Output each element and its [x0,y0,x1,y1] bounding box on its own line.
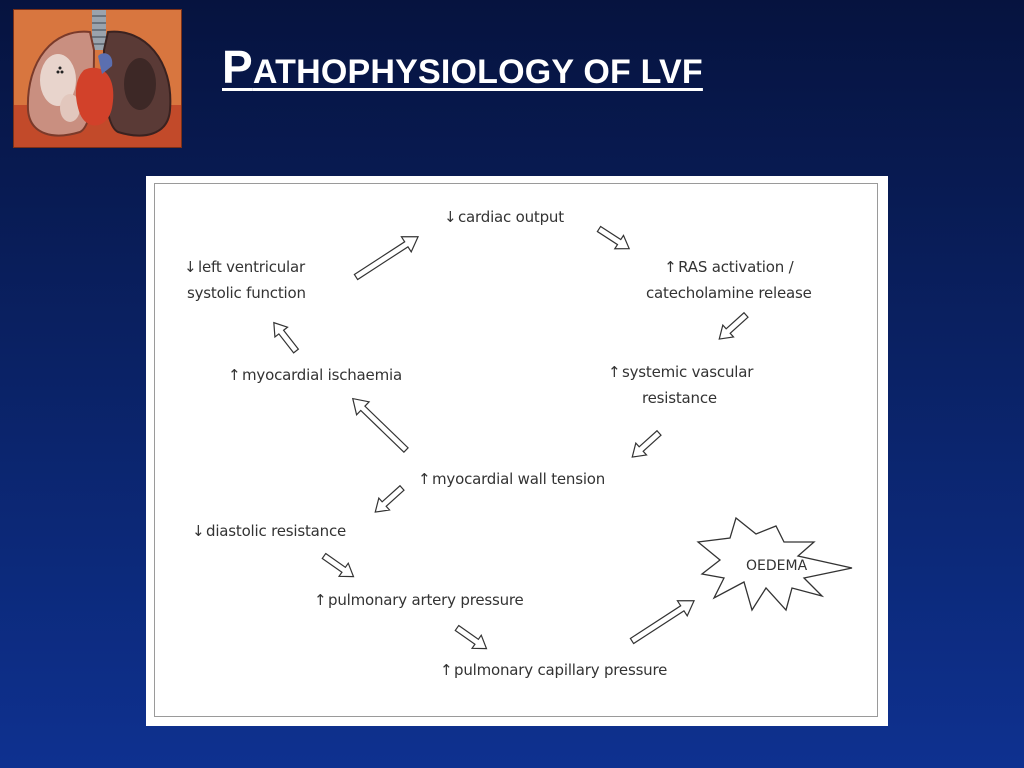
arrow-artery-to-capillary [451,620,492,656]
node-lv-systolic-function: ↓left ventricular systolic function [184,254,306,306]
decrease-arrow-icon: ↓ [444,208,457,226]
node-systemic-vascular-resistance: ↑systemic vascular resistance [608,359,753,411]
node-myocardial-ischaemia: ↑myocardial ischaemia [228,362,402,388]
decrease-arrow-icon: ↓ [184,258,197,276]
lungs-illustration-icon [14,10,181,147]
decrease-arrow-icon: ↓ [192,522,205,540]
arrow-wall-tension-to-ischaemia [345,391,413,458]
title-first-letter: P [222,41,253,93]
node-ras-activation: ↑RAS activation / catecholamine release [646,254,812,306]
diagram-panel: OEDEMA ↓cardiac output ↓left ventricular… [146,176,888,726]
increase-arrow-icon: ↑ [608,363,621,381]
increase-arrow-icon: ↑ [440,661,453,679]
node-pulmonary-capillary-pressure: ↑pulmonary capillary pressure [440,657,667,683]
increase-arrow-icon: ↑ [314,591,327,609]
arrow-ischaemia-to-lv [266,317,303,357]
oedema-label: OEDEMA [746,558,808,574]
increase-arrow-icon: ↑ [664,258,677,276]
arrow-diastolic-to-pulmonary-artery [318,548,359,584]
lungs-logo [13,9,182,148]
arrow-lv-to-cardiac-output [350,228,424,286]
increase-arrow-icon: ↑ [228,366,241,384]
oedema-starburst: OEDEMA [696,516,853,612]
node-myocardial-wall-tension: ↑myocardial wall tension [418,466,605,492]
node-cardiac-output: ↓cardiac output [444,204,564,230]
node-diastolic-resistance: ↓diastolic resistance [192,518,346,544]
node-pulmonary-artery-pressure: ↑pulmonary artery pressure [314,587,524,613]
slide-title: PATHOPHYSIOLOGY OF LVF [222,44,703,90]
title-rest: ATHOPHYSIOLOGY OF LVF [252,53,703,91]
increase-arrow-icon: ↑ [418,470,431,488]
arrow-wall-tension-to-diastolic [369,481,408,519]
arrow-cardiac-output-to-ras [594,221,635,256]
flow-arrows: OEDEMA [266,221,853,656]
arrow-svr-to-wall-tension [626,426,665,464]
arrow-ras-to-svr [713,308,752,346]
diagram-frame [154,183,878,717]
arrow-capillary-to-oedema [626,592,700,650]
